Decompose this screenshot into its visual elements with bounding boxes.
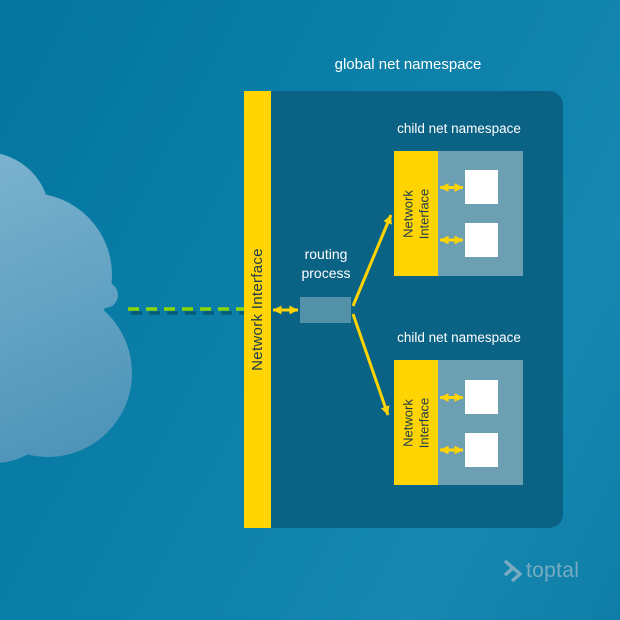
process-square [465,223,498,257]
child-network-interface-label: Network Interface [400,188,431,239]
child-namespace-label: child net namespace [397,330,521,345]
routing-process-box [300,297,351,323]
child-network-interface-bar: Network Interface [394,151,438,276]
toptal-logo: toptal [503,558,579,584]
toptal-icon [503,559,522,583]
host-network-interface-label: Network Interface [249,248,266,371]
routing-process-label: routing process [301,246,351,281]
child-network-interface-bar: Network Interface [394,360,438,485]
toptal-wordmark: toptal [526,559,580,582]
process-square [465,170,498,204]
host-network-interface-bar: Network Interface [244,91,271,528]
child-namespace-label: child net namespace [397,121,521,136]
process-square [465,433,498,467]
global-namespace-label: global net namespace [334,56,482,73]
child-network-interface-label: Network Interface [400,397,431,448]
process-square [465,380,498,414]
internet-cloud-icon [0,153,132,463]
